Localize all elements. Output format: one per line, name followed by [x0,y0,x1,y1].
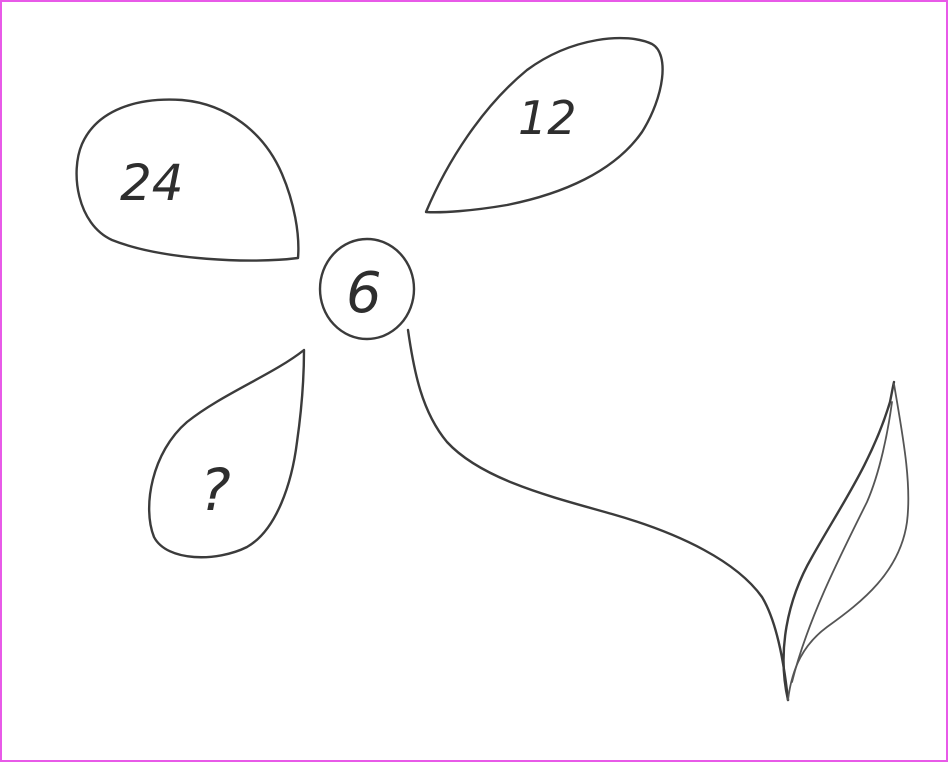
petal-top-right-label: 12 [518,91,577,145]
petal-top-right: 12 [426,38,663,212]
petal-bottom-left-outline [149,350,304,557]
stem [408,330,788,700]
petal-bottom-left: ? [149,350,304,557]
leaf-vein [792,402,892,682]
petal-top-left-label: 24 [120,154,184,212]
flower-center: 6 [320,239,414,339]
petal-bottom-left-label: ? [200,456,231,524]
flower-center-label: 6 [346,261,382,326]
leaf [784,382,909,700]
petal-top-left-outline [77,100,299,261]
petal-top-left: 24 [77,100,299,261]
